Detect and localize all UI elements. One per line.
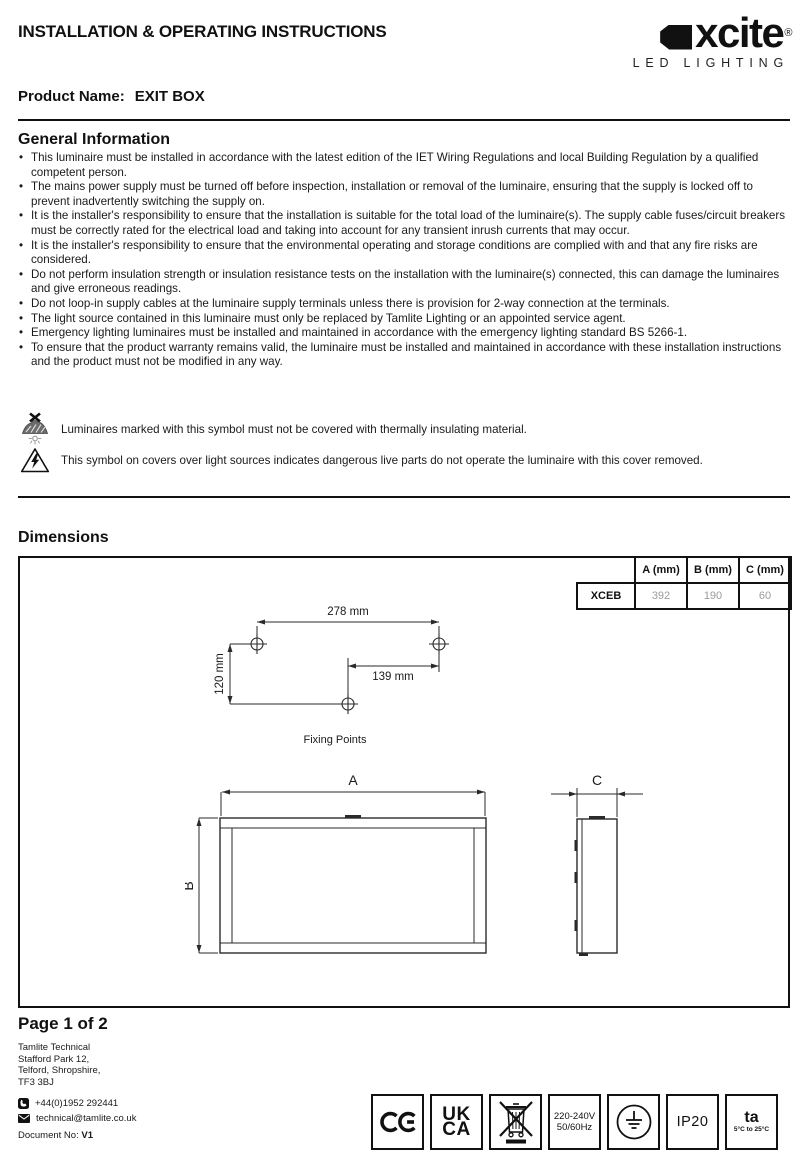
general-information-list: This luminaire must be installed in acco… [18, 151, 792, 370]
electric-shock-warning-icon [18, 447, 52, 474]
voltage-badge: 220-240V 50/60Hz [548, 1094, 601, 1150]
fixing-height-label: 120 mm [214, 653, 226, 695]
warning-row: Luminaires marked with this symbol must … [18, 412, 792, 446]
ukca-line: CA [442, 1119, 471, 1140]
address-line: Telford, Shropshire, [18, 1065, 101, 1076]
registered-trademark-icon: ® [784, 26, 792, 39]
document-number-value: V1 [81, 1130, 93, 1141]
dimensions-panel [18, 556, 790, 1008]
dimensions-table: A (mm) B (mm) C (mm) XCEB 392 190 60 [576, 556, 792, 610]
voltage-value: 220-240V [553, 1110, 596, 1122]
bullet-item: The light source contained in this lumin… [18, 312, 792, 327]
bullet-item: Emergency lighting luminaires must be in… [18, 326, 792, 341]
ukca-line: UK [442, 1104, 471, 1125]
divider-double [18, 496, 790, 498]
column-header-b: B (mm) [686, 556, 740, 584]
ce-mark-badge [371, 1094, 424, 1150]
frequency-value: 50/60Hz [556, 1122, 593, 1133]
bullet-item: The mains power supply must be turned of… [18, 180, 792, 209]
dimension-b-label: B [185, 881, 196, 890]
ta-label: ta [744, 1109, 759, 1126]
bullet-item: To ensure that the product warranty rema… [18, 341, 792, 370]
product-name-value: EXIT BOX [134, 88, 205, 105]
bullet-item: It is the installer's responsibility to … [18, 239, 792, 268]
address-line: TF3 3BJ [18, 1076, 54, 1088]
warning-text: Luminaires marked with this symbol must … [61, 422, 527, 436]
product-name-label: Product Name: [18, 88, 125, 105]
product-dimension-drawing: A B C [185, 772, 643, 956]
page-number: Page 1 of 2 [18, 1014, 108, 1033]
fixing-width-label: 278 mm [327, 606, 369, 618]
dimension-a-label: A [348, 772, 358, 788]
column-header-a: A (mm) [634, 556, 688, 584]
product-name-line: Product Name: EXIT BOX [18, 88, 205, 105]
company-address: Tamlite Technical Stafford Park 12, Telf… [18, 1042, 100, 1088]
dimension-b-value: 190 [686, 582, 740, 610]
earth-badge [607, 1094, 660, 1150]
phone-row: +44(0)1952 292441 [18, 1098, 118, 1109]
page-title: INSTALLATION & OPERATING INSTRUCTIONS [18, 22, 387, 41]
ta-range: 5°C to 25°C [733, 1126, 770, 1133]
no-thermal-covering-icon [18, 412, 52, 446]
bullet-item: This luminaire must be installed in acco… [18, 151, 792, 180]
document-number-label: Document No: [18, 1130, 79, 1141]
section-heading-dimensions: Dimensions [18, 529, 109, 546]
ta-rating-badge: ta 5°C to 25°C [725, 1094, 778, 1150]
earth-symbol-icon [616, 1104, 651, 1140]
fixing-offset-label: 139 mm [372, 671, 414, 683]
section-heading-general-information: General Information [18, 131, 171, 148]
weee-badge [489, 1094, 542, 1150]
dimension-c-label: C [592, 772, 602, 788]
bullet-item: Do not loop-in supply cables at the lumi… [18, 297, 792, 312]
fixing-points-caption: Fixing Points [303, 734, 367, 746]
logo-tagline: LED LIGHTING [632, 56, 789, 70]
ukca-mark-icon: UK CA [442, 1104, 471, 1140]
column-header-c: C (mm) [738, 556, 792, 584]
ce-mark-icon [379, 1111, 416, 1133]
address-line: Tamlite Technical [18, 1042, 91, 1053]
table-corner-blank [577, 557, 635, 583]
dimension-c-value: 60 [738, 582, 792, 610]
crossed-out-wheelie-bin-icon [498, 1101, 533, 1144]
ip-rating-value: IP20 [676, 1114, 709, 1130]
email-icon [18, 1114, 30, 1123]
ip-rating-badge: IP20 [666, 1094, 719, 1150]
logo-brand-text: xcite [695, 9, 785, 56]
warning-text: This symbol on covers over light sources… [61, 454, 703, 467]
phone-number: +44(0)1952 292441 [35, 1098, 119, 1109]
certification-badges: UK CA 220-240V 50/60Hz [371, 1094, 778, 1150]
table-row: XCEB 392 190 60 [576, 582, 792, 610]
dimension-a-value: 392 [634, 582, 688, 610]
document-number: Document No: V1 [18, 1130, 93, 1141]
bullet-item: Do not perform insulation strength or in… [18, 268, 792, 297]
address-line: Stafford Park 12, [18, 1053, 90, 1065]
ukca-mark-badge: UK CA [430, 1094, 483, 1150]
model-code-cell: XCEB [576, 582, 636, 610]
table-header-row: A (mm) B (mm) C (mm) [577, 556, 792, 584]
fixing-points-drawing: 278 mm 139 mm 120 mm [214, 606, 449, 714]
email-row: technical@tamlite.co.uk [18, 1113, 136, 1124]
bullet-item: It is the installer's responsibility to … [18, 209, 792, 238]
brand-logo: xcite ® LED LIGHTING [632, 9, 793, 71]
email-address: technical@tamlite.co.uk [36, 1113, 137, 1124]
divider [18, 119, 790, 121]
phone-icon [18, 1098, 29, 1109]
logo-hexagon-icon [660, 24, 693, 50]
warning-row: This symbol on covers over light sources… [18, 447, 792, 474]
